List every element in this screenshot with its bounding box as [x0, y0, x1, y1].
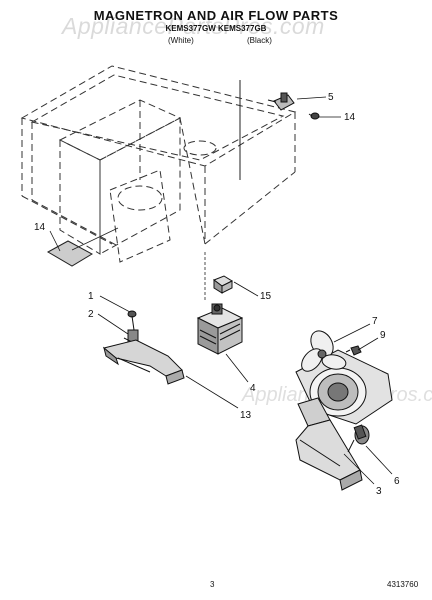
callout-leader-lines [49, 96, 393, 485]
part-14-pad [46, 227, 119, 267]
callout-2: 2 [88, 309, 94, 320]
callout-9: 9 [380, 330, 386, 341]
part-1-screw [127, 310, 137, 331]
callout-14: 14 [34, 222, 46, 233]
callout-4: 4 [250, 383, 256, 394]
page-title: MAGNETRON AND AIR FLOW PARTS [93, 8, 339, 23]
callout-numbers: 5 14 14 15 1 2 4 13 7 9 6 3 [34, 92, 400, 497]
part-15-thermal-cutout [212, 275, 234, 294]
callout-5: 5 [328, 92, 334, 103]
part-13-air-duct [102, 339, 185, 385]
part-7-fan-blade [301, 330, 347, 372]
model-numbers: KEMS377GW KEMS377GB [165, 24, 267, 33]
part-3-fan-duct [295, 349, 393, 491]
color-label-black: (Black) [247, 36, 272, 45]
color-label-white: (White) [168, 36, 194, 45]
page-number: 3 [210, 580, 215, 589]
cavity-outline [20, 65, 297, 263]
callout-7: 7 [372, 316, 378, 327]
part-5-bracket [267, 92, 295, 111]
part-9-nut [345, 345, 362, 356]
document-number: 4313760 [387, 580, 419, 589]
callout-1: 1 [88, 291, 94, 302]
part-14-screw [308, 112, 320, 120]
watermark: AppliancePartsPros.com [62, 13, 325, 39]
callout-15: 15 [260, 291, 272, 302]
callout-13: 13 [240, 410, 252, 421]
callout-14: 14 [344, 112, 356, 123]
callout-3: 3 [376, 486, 382, 497]
part-6-fan-motor [347, 424, 370, 453]
callout-6: 6 [394, 476, 400, 487]
part-4-magnetron [196, 303, 244, 355]
